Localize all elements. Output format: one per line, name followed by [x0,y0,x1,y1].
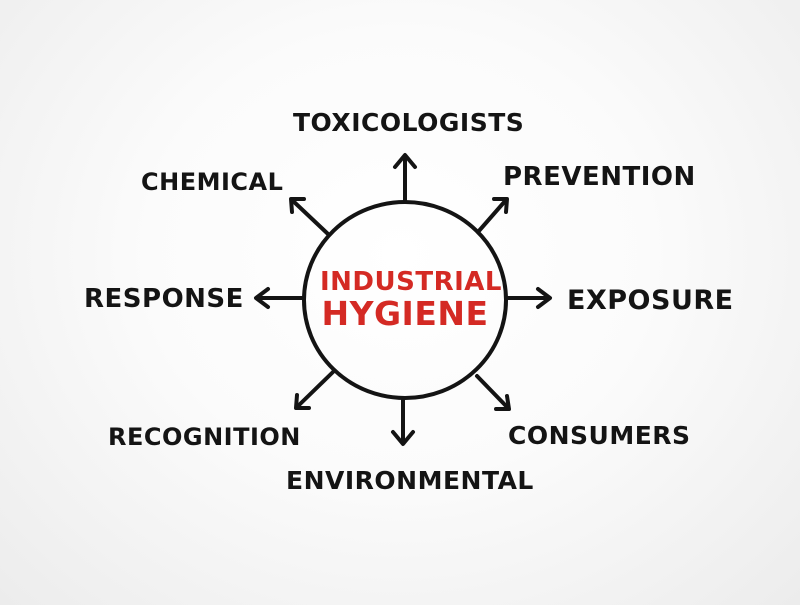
label-response: RESPONSE [84,284,244,314]
arrow-chemical [289,197,330,236]
arrow-exposure [505,287,552,309]
label-exposure: EXPOSURE [567,285,734,316]
label-environmental: ENVIRONMENTAL [286,466,534,495]
arrow-consumers [475,374,511,411]
arrow-recognition [294,370,335,410]
arrow-response [254,287,305,309]
arrow-prevention [476,197,509,234]
center-title-line1: INDUSTRIAL [320,267,502,297]
label-chemical: CHEMICAL [141,168,284,196]
center-title: INDUSTRIAL HYGIENE [320,267,502,334]
label-recognition: RECOGNITION [108,423,301,451]
label-prevention: PREVENTION [503,162,696,192]
arrow-environmental [391,398,415,446]
label-consumers: CONSUMERS [508,421,691,450]
center-title-line2: HYGIENE [321,294,489,334]
label-toxicologists: TOXICOLOGISTS [293,108,525,137]
arrow-toxicologists [393,153,417,202]
